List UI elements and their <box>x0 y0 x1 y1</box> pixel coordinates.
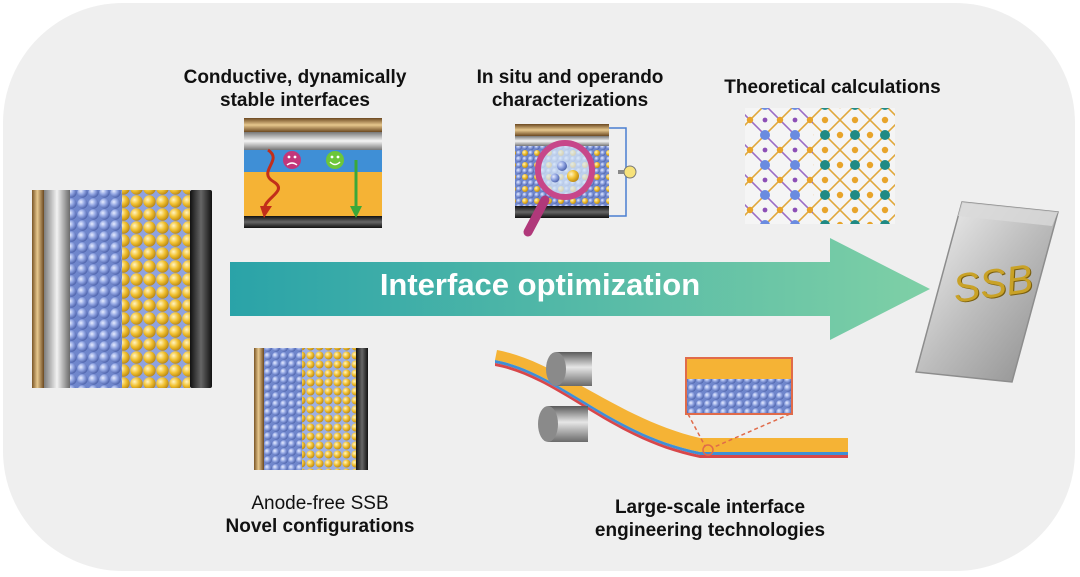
interface-cell-icon <box>244 118 382 228</box>
ssb-pouch-cell <box>915 201 1059 383</box>
calculations-title: Theoretical calculations <box>700 76 965 99</box>
roll-to-roll-process <box>495 350 848 458</box>
happy-face-icon <box>326 151 344 169</box>
calculations-title-line1: Theoretical calculations <box>724 77 941 98</box>
crystal-structure-image <box>745 108 895 224</box>
characterization-title: In situ and operando characterizations <box>450 66 690 112</box>
manufacturing-title-line1: Large-scale interface <box>614 497 806 518</box>
characterization-title-line1: In situ and operando <box>476 67 664 88</box>
configurations-title: Anode-free SSB Novel configurations <box>190 492 450 538</box>
manufacturing-title: Large-scale interface engineering techno… <box>560 496 860 542</box>
interfaces-title-line1: Conductive, dynamically <box>183 67 407 88</box>
anode-free-ssb-label: Anode-free SSB <box>251 493 389 514</box>
magnified-interface-inset <box>685 357 793 456</box>
manufacturing-title-line2: engineering technologies <box>594 520 826 541</box>
interface-optimization-label: Interface optimization <box>379 267 701 302</box>
sad-face-icon <box>283 151 301 169</box>
interfaces-title: Conductive, dynamically stable interface… <box>160 66 430 112</box>
ssb-cell-cross-section <box>32 190 212 388</box>
lightbulb-icon <box>618 165 637 179</box>
novel-configurations-label: Novel configurations <box>225 516 415 537</box>
interfaces-title-line2: stable interfaces <box>220 90 370 111</box>
main-arrow <box>230 238 930 340</box>
characterization-title-line2: characterizations <box>491 90 649 111</box>
roller-icon <box>538 352 592 442</box>
anode-free-cell <box>254 348 368 470</box>
magnifier-icon <box>523 140 595 237</box>
